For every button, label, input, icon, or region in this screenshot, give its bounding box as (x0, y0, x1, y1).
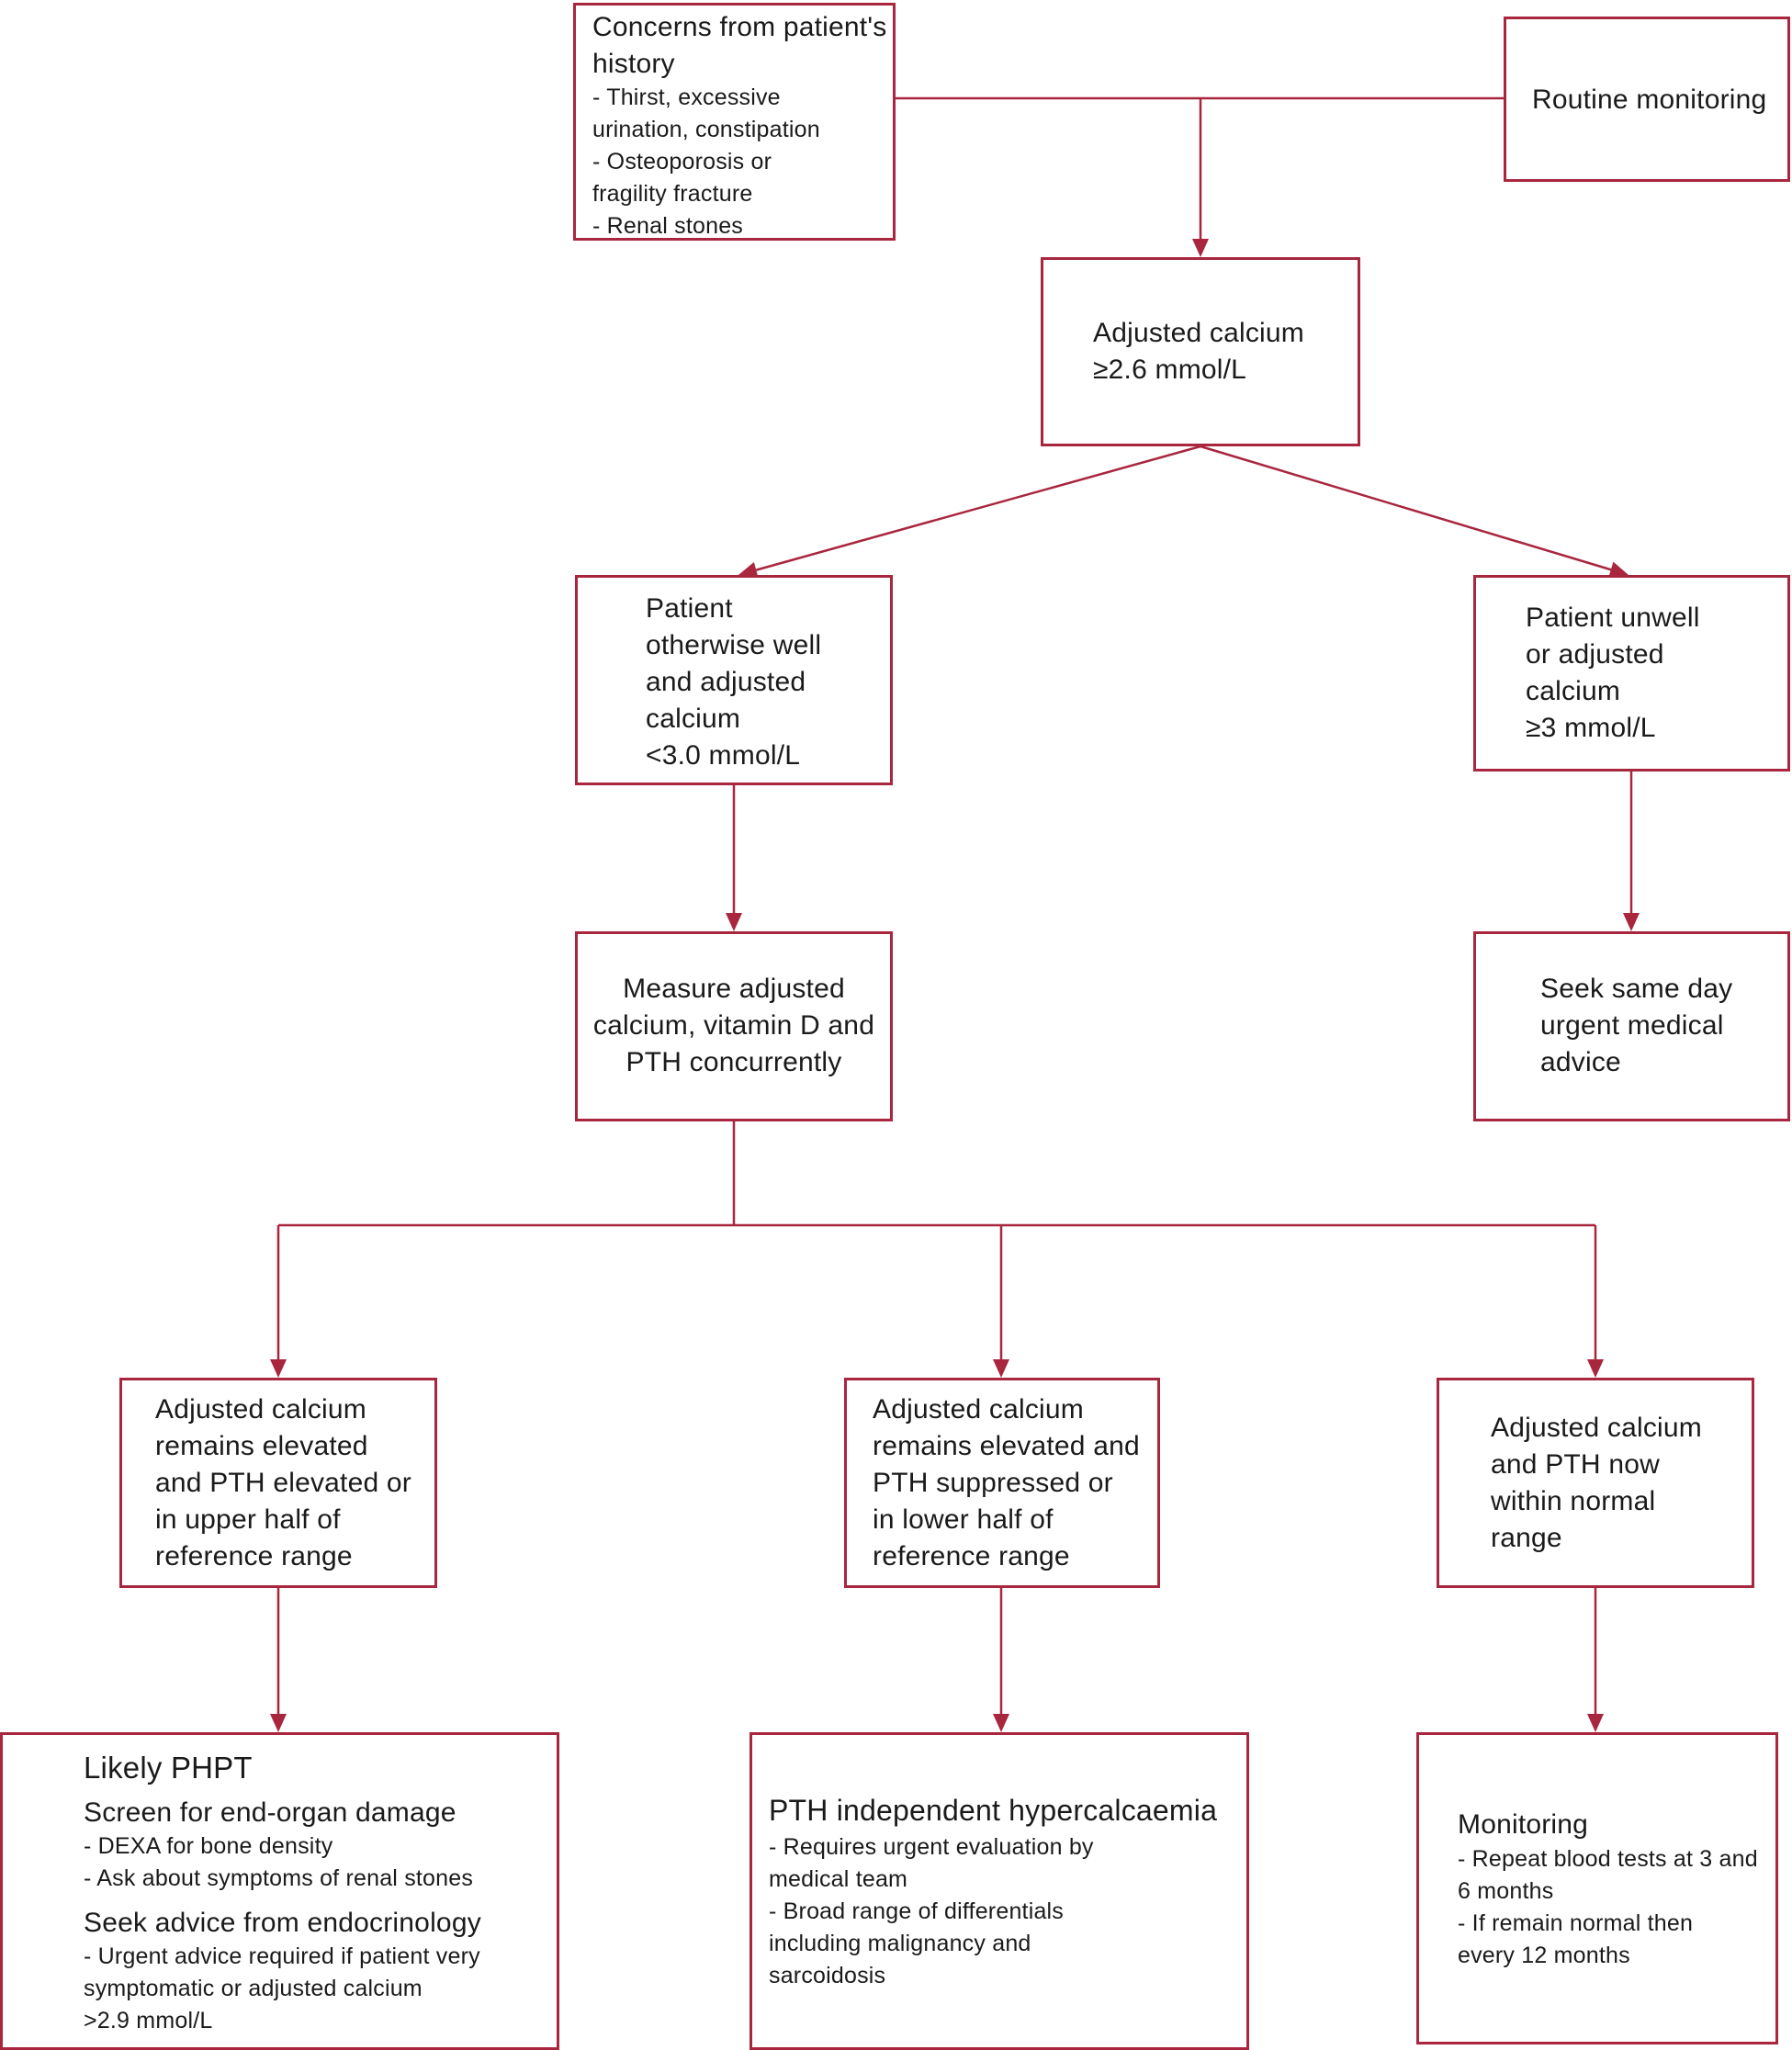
arrow-to-likely-phpt-arrowhead (270, 1714, 287, 1732)
pth-suppressed-label: Adjusted calcium remains elevated and PT… (873, 1394, 1140, 1571)
adjusted-calcium-box: Adjusted calcium ≥2.6 mmol/L (1041, 257, 1360, 446)
screen-heading: Screen for end-organ damage (84, 1797, 456, 1828)
arrow-to-patient-well-arrowhead (738, 561, 759, 579)
endocrinology-heading: Seek advice from endocrinology (84, 1908, 481, 1938)
arrow-to-monitoring-arrowhead (1587, 1714, 1604, 1732)
patient-unwell-box: Patient unwell or adjusted calcium ≥3 mm… (1473, 575, 1790, 772)
endocrinology-items: - Urgent advice required if patient very… (84, 1943, 480, 2033)
arrow-to-pth-elevated-arrowhead (270, 1359, 287, 1378)
arrow-to-pth-suppressed-arrowhead (993, 1359, 1009, 1378)
arrow-to-patient-unwell (1200, 445, 1612, 571)
urgent-advice-label: Seek same day urgent medical advice (1540, 974, 1733, 1077)
history-title: Concerns from patient's history (592, 12, 887, 79)
arrow-to-normal-range-arrowhead (1587, 1359, 1604, 1378)
adjusted-calcium-label: Adjusted calcium ≥2.6 mmol/L (1093, 318, 1304, 385)
routine-monitoring-label: Routine monitoring (1532, 84, 1767, 115)
patient-unwell-label: Patient unwell or adjusted calcium ≥3 mm… (1526, 603, 1700, 743)
pth-elevated-box: Adjusted calcium remains elevated and PT… (119, 1378, 437, 1588)
arrow-to-urgent-arrowhead (1623, 913, 1640, 931)
measure-label: Measure adjusted calcium, vitamin D and … (592, 974, 875, 1077)
monitoring-box: Monitoring - Repeat blood tests at 3 and… (1416, 1732, 1778, 2044)
monitoring-title: Monitoring (1458, 1809, 1589, 1840)
history-items: - Thirst, excessive urination, constipat… (592, 84, 820, 239)
pth-suppressed-box: Adjusted calcium remains elevated and PT… (844, 1378, 1160, 1588)
routine-monitoring-box: Routine monitoring (1504, 17, 1790, 182)
patient-well-label: Patient otherwise well and adjusted calc… (646, 593, 822, 771)
patient-well-box: Patient otherwise well and adjusted calc… (575, 575, 893, 785)
arrow-to-pth-independent-arrowhead (993, 1714, 1009, 1732)
arrow-to-measure-arrowhead (726, 913, 742, 931)
pth-independent-items: - Requires urgent evaluation by medical … (769, 1834, 1094, 1988)
urgent-advice-box: Seek same day urgent medical advice (1473, 931, 1790, 1121)
likely-phpt-box: Likely PHPT Screen for end-organ damage … (0, 1732, 559, 2050)
measure-box: Measure adjusted calcium, vitamin D and … (575, 931, 893, 1121)
pth-independent-box: PTH independent hypercalcaemia - Require… (749, 1732, 1249, 2050)
screen-items: - DEXA for bone density - Ask about symp… (84, 1833, 474, 1891)
normal-range-label: Adjusted calcium and PTH now within norm… (1491, 1413, 1702, 1553)
arrow-to-patient-well (755, 445, 1201, 571)
likely-phpt-title: Likely PHPT (84, 1751, 253, 1785)
pth-elevated-label: Adjusted calcium remains elevated and PT… (155, 1394, 411, 1571)
normal-range-box: Adjusted calcium and PTH now within norm… (1437, 1378, 1754, 1588)
arrow-to-adjusted-arrowhead (1192, 239, 1209, 257)
arrow-to-patient-unwell-arrowhead (1608, 561, 1629, 578)
monitoring-items: - Repeat blood tests at 3 and 6 months -… (1458, 1846, 1758, 1968)
history-box: Concerns from patient's history - Thirst… (573, 3, 896, 241)
pth-independent-title: PTH independent hypercalcaemia (769, 1794, 1218, 1827)
